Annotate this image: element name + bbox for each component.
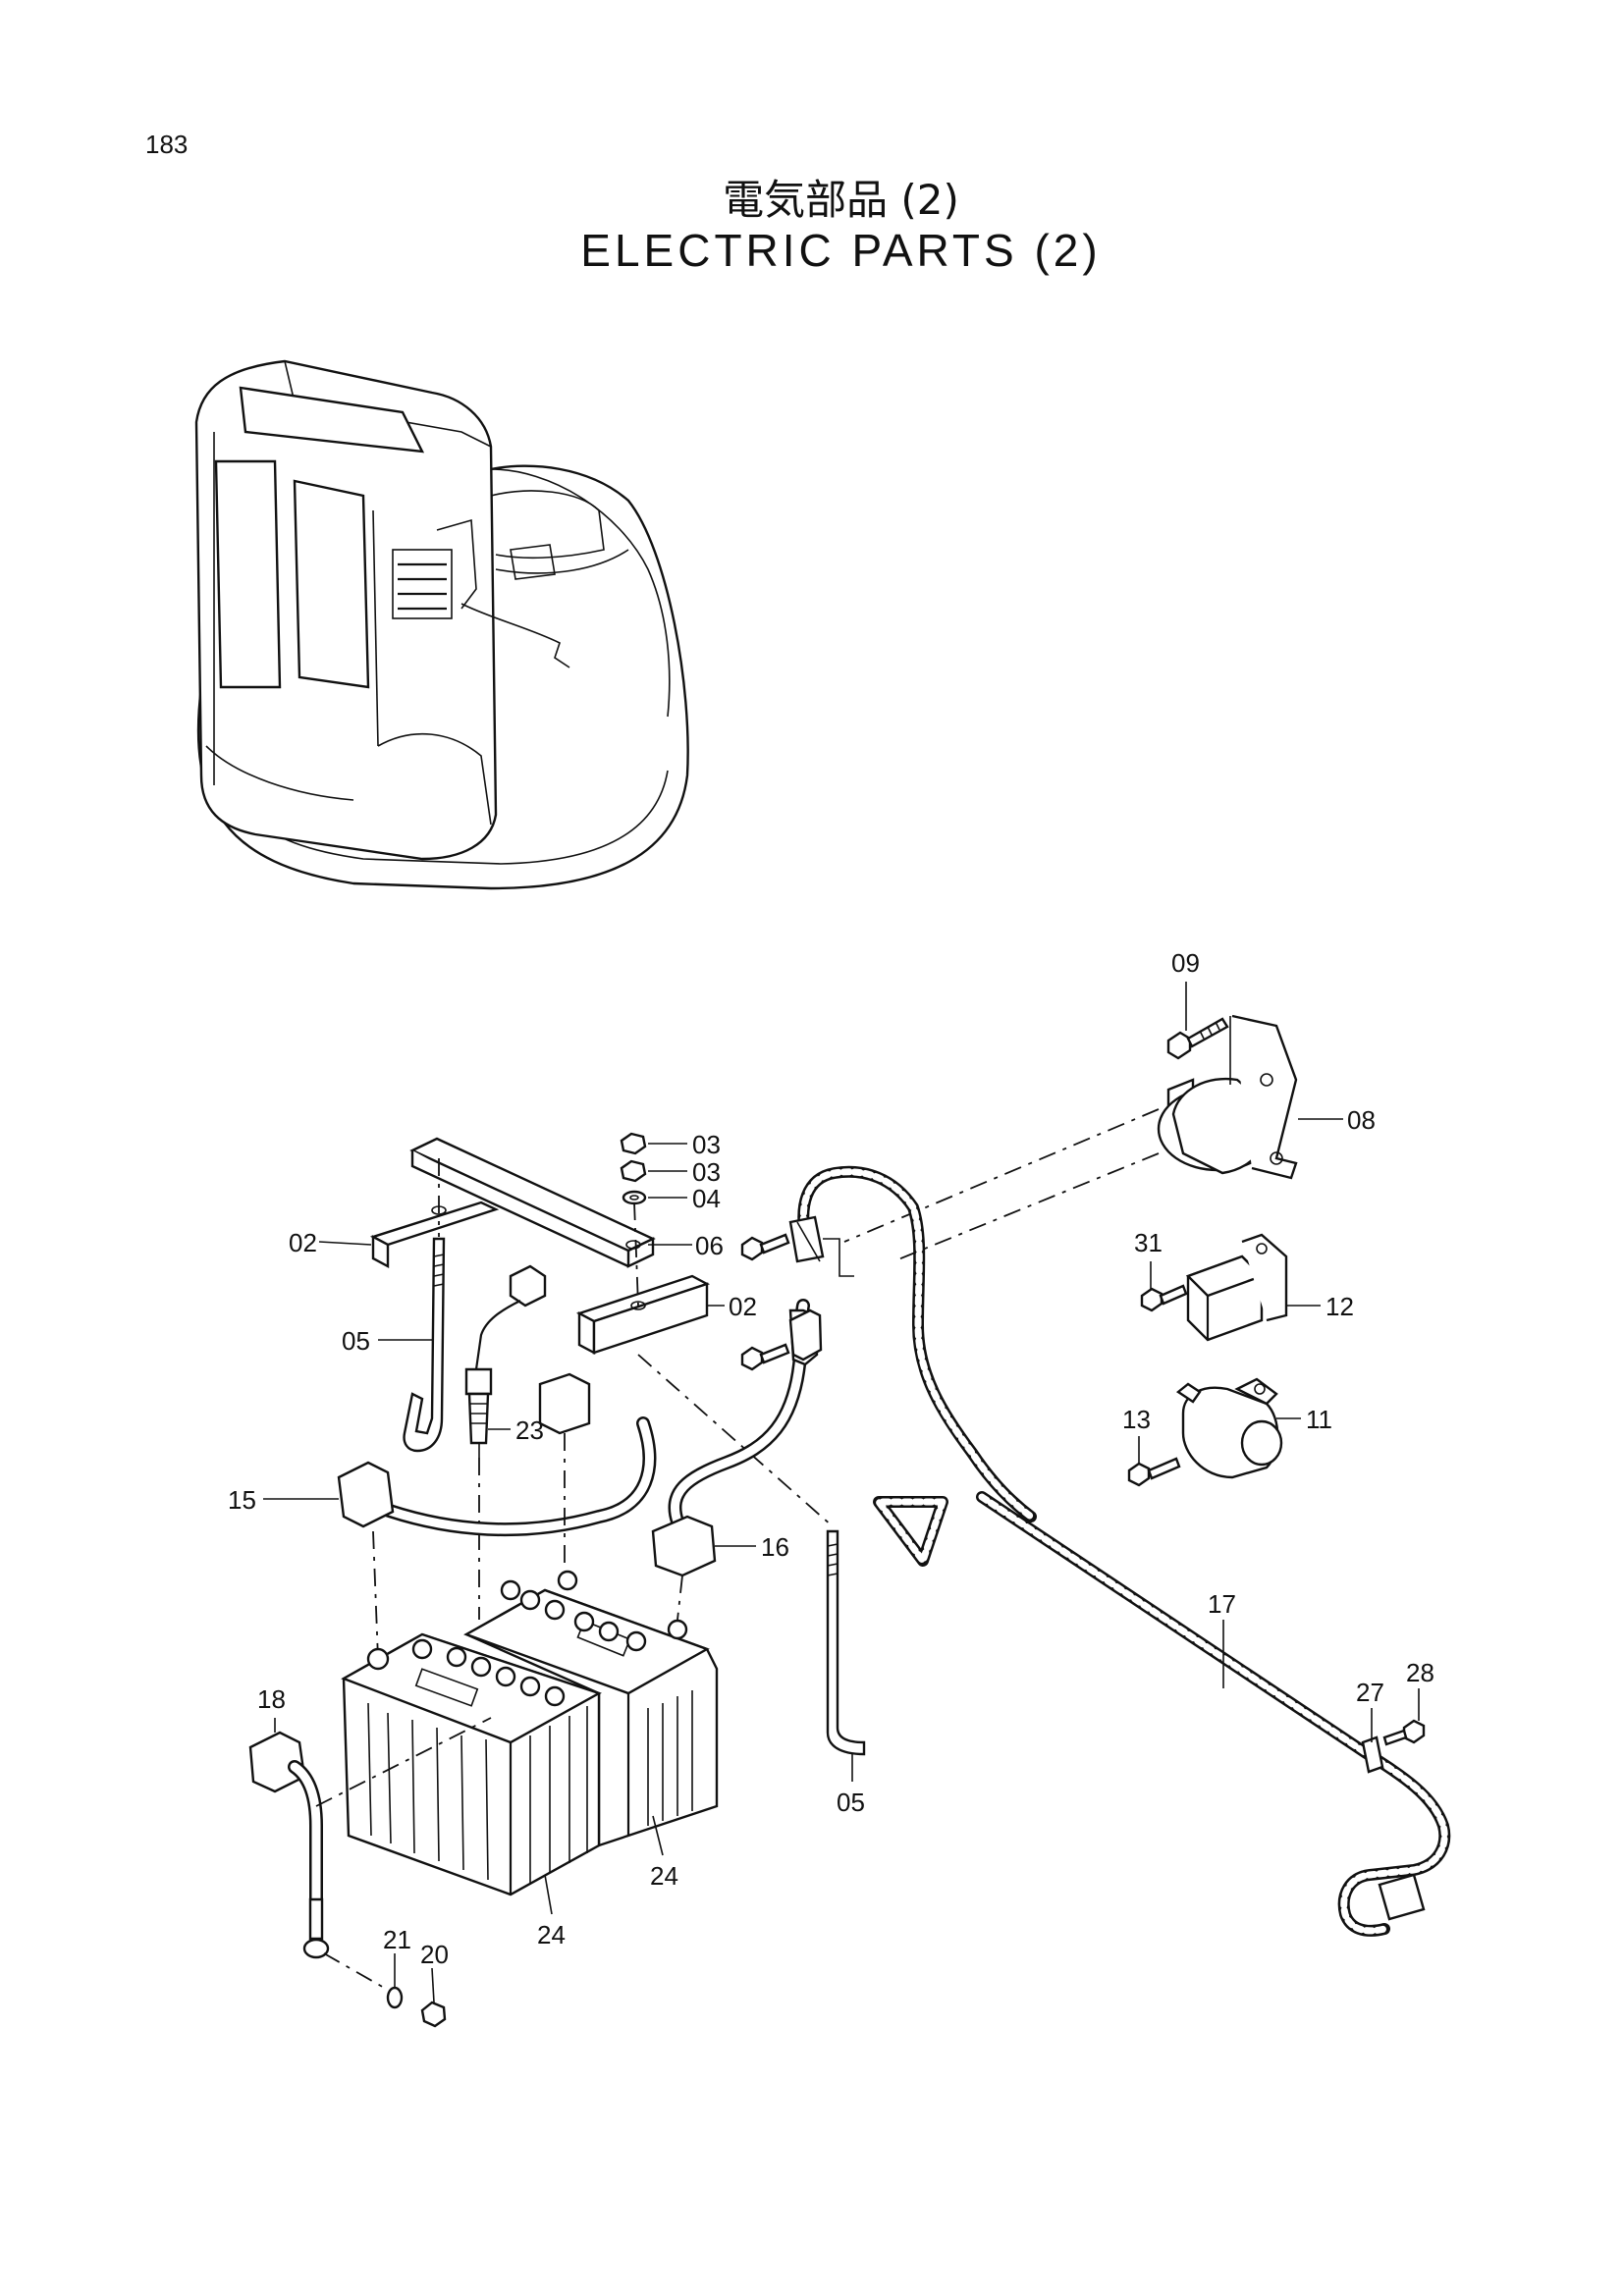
callout-27: 27 [1356, 1678, 1384, 1707]
switch-11 [1127, 1377, 1301, 1487]
callout-17: 17 [1208, 1589, 1236, 1619]
page-title-japanese: 電気部品 (2) [723, 176, 959, 224]
battery-relay-08 [843, 982, 1343, 1262]
callout-03-a: 03 [692, 1130, 721, 1159]
callout-05-b: 05 [837, 1788, 865, 1817]
wire-harness-17 [740, 1165, 1451, 1937]
callout-18: 18 [257, 1684, 286, 1714]
callout-20: 20 [420, 1940, 449, 1969]
callout-11: 11 [1306, 1405, 1332, 1434]
callout-21: 21 [383, 1925, 411, 1954]
battery-bracket-assembly [318, 1132, 725, 1355]
callout-02-a: 02 [289, 1228, 317, 1257]
relay-12 [1140, 1233, 1321, 1342]
callout-28: 28 [1406, 1658, 1434, 1687]
callout-08: 08 [1347, 1105, 1376, 1135]
callout-16: 16 [761, 1532, 789, 1562]
callout-02-b: 02 [729, 1292, 757, 1321]
page-title-english: ELECTRIC PARTS (2) [580, 225, 1102, 276]
callout-09: 09 [1171, 948, 1200, 978]
hold-down-rod-center [637, 1354, 866, 1782]
callout-13: 13 [1122, 1405, 1151, 1434]
callout-15: 15 [228, 1485, 256, 1515]
callout-31: 31 [1134, 1228, 1163, 1257]
sensor-23 [464, 1264, 547, 1620]
machine-overview-illustration [194, 359, 689, 890]
callout-12: 12 [1325, 1292, 1354, 1321]
callout-24-b: 24 [537, 1920, 566, 1949]
callout-24-a: 24 [650, 1861, 678, 1891]
battery-24-front [341, 1632, 602, 1915]
callout-04: 04 [692, 1184, 721, 1213]
hold-down-rod-left [378, 1237, 446, 1453]
callout-labels: 09 08 03 03 04 06 02 02 05 31 12 13 11 2… [228, 948, 1434, 1969]
battery-24-rear [463, 1570, 719, 1856]
callout-23: 23 [515, 1415, 544, 1445]
page-number: 183 [145, 130, 189, 159]
callout-06: 06 [695, 1231, 724, 1260]
callout-05-a: 05 [342, 1326, 370, 1356]
ground-cable-18 [248, 1717, 492, 2028]
callout-03-b: 03 [692, 1157, 721, 1187]
battery-cable-15 [263, 1372, 657, 1660]
